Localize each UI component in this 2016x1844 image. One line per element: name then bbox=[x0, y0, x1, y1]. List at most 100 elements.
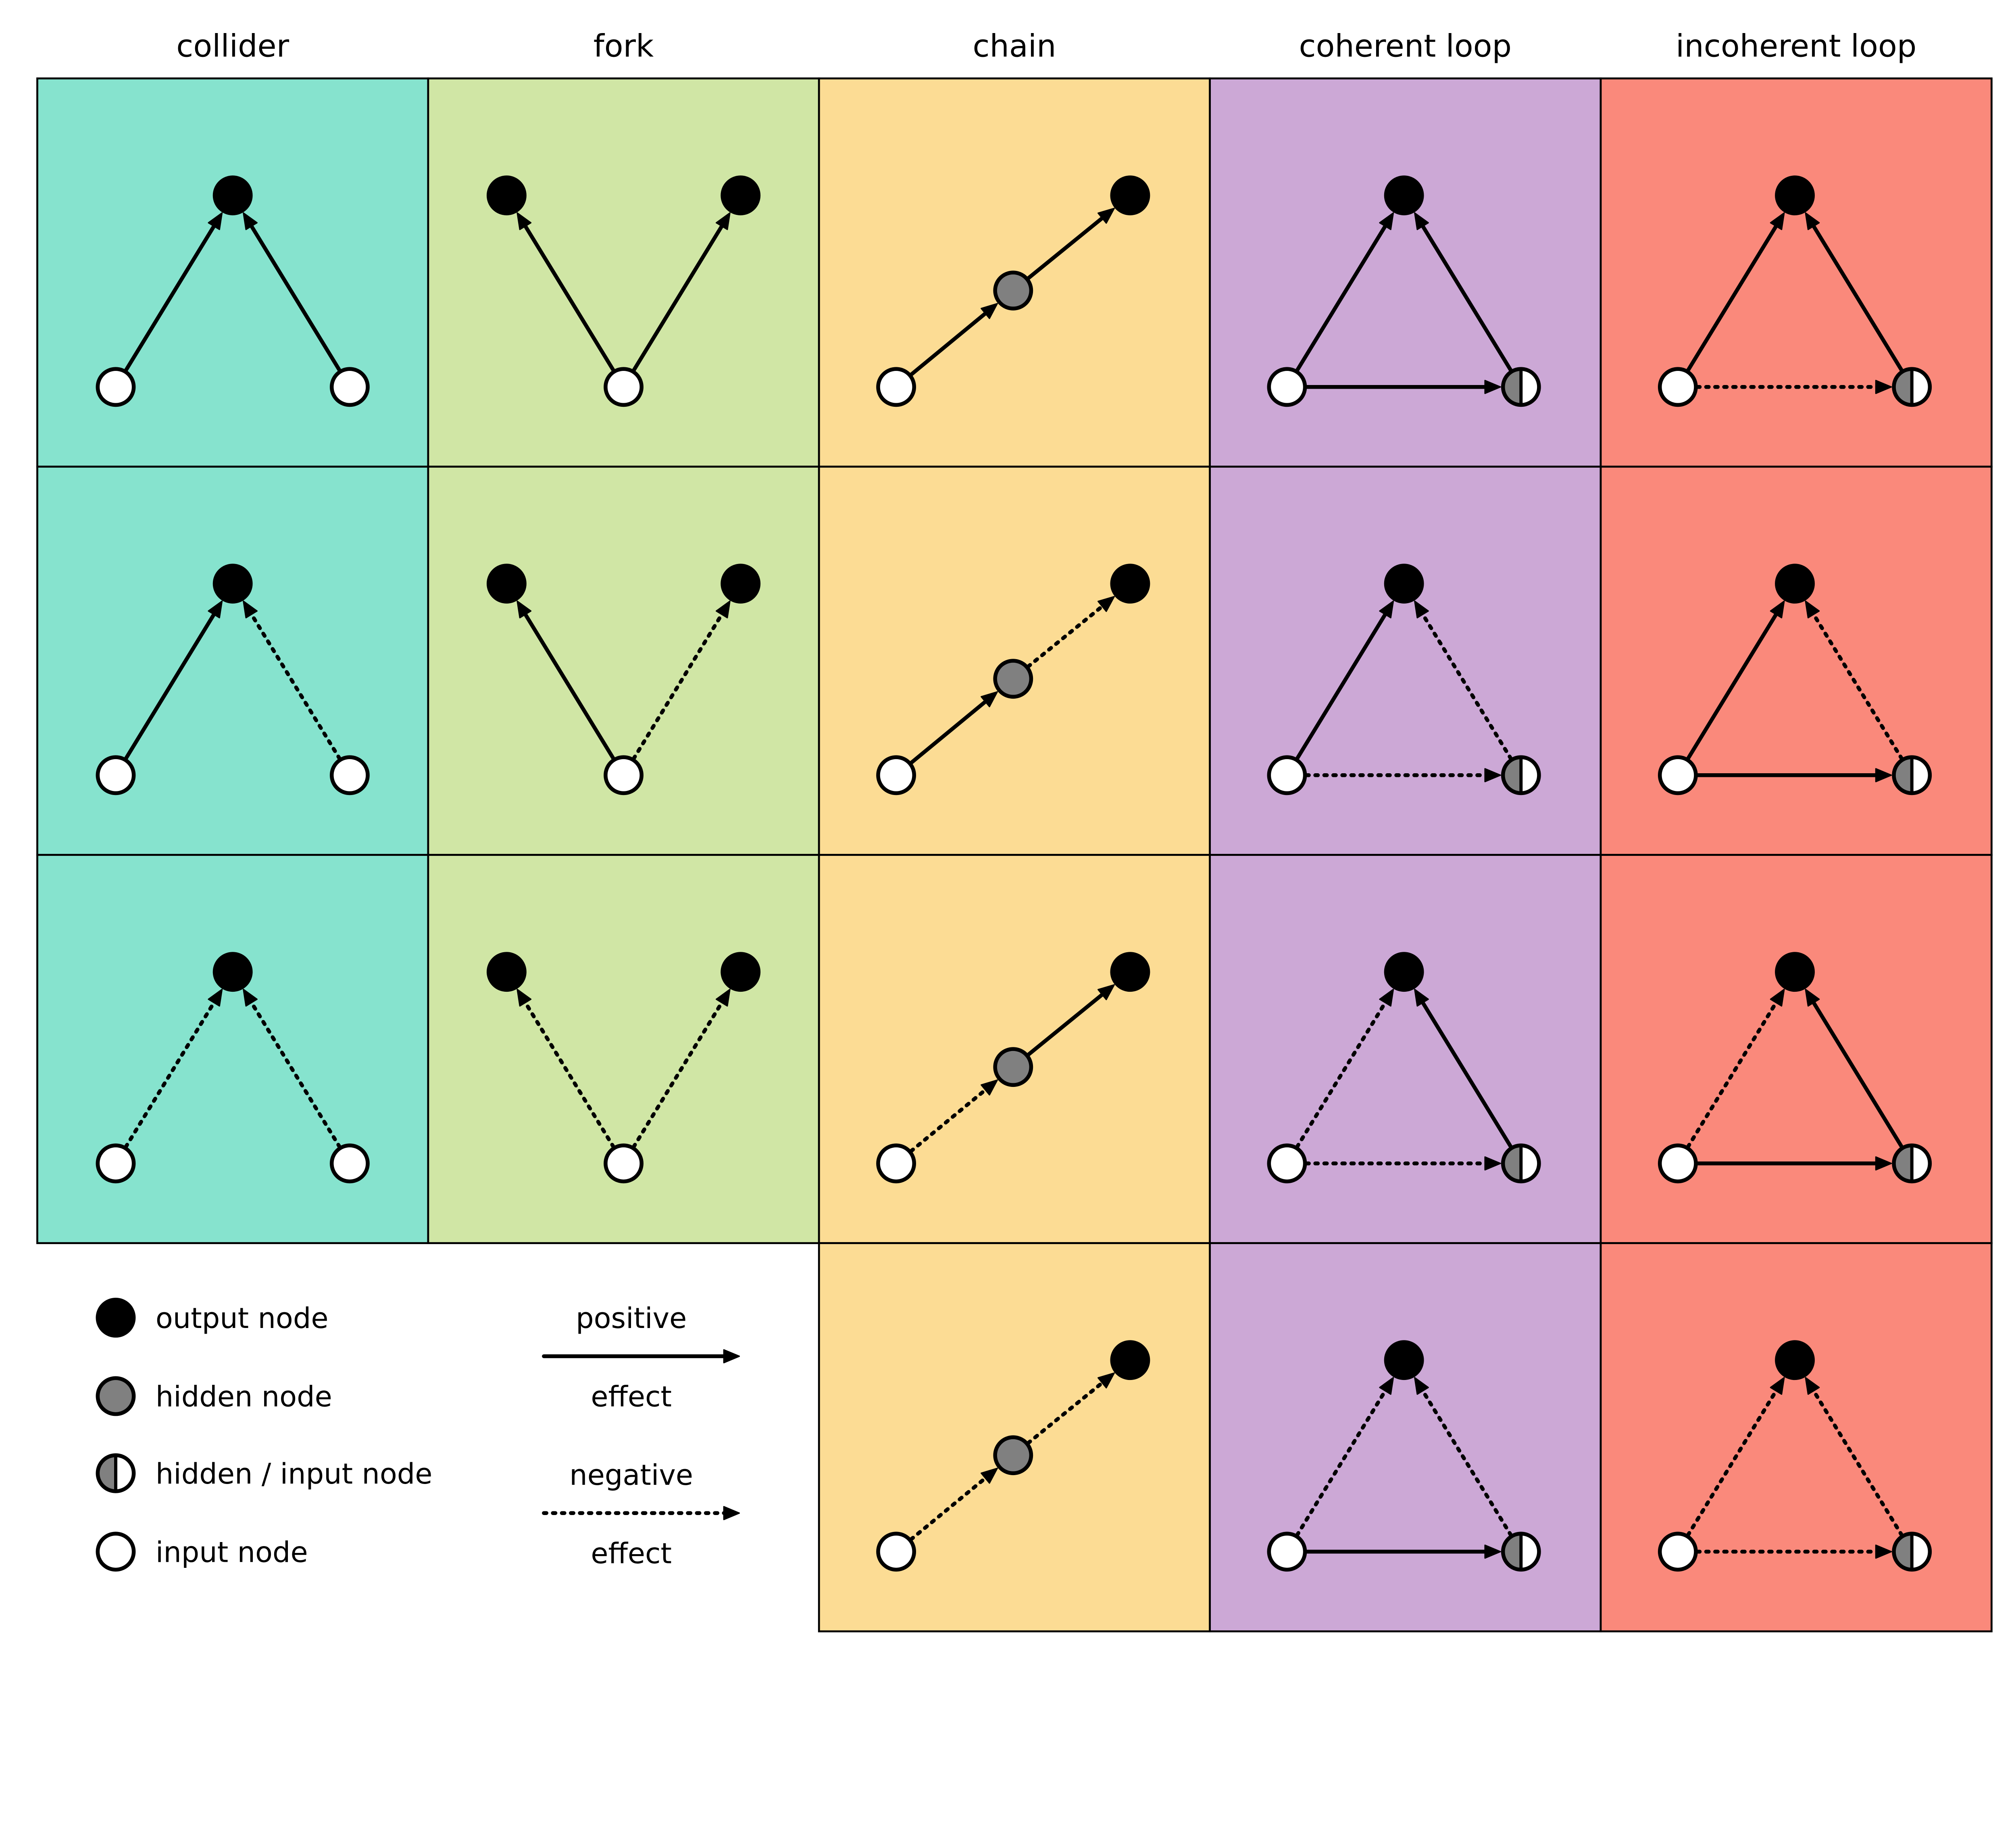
edge-input-hidden bbox=[1304, 768, 1501, 783]
arrowhead-icon bbox=[1379, 212, 1394, 230]
edge-line bbox=[248, 998, 342, 1149]
hidden-input-node bbox=[1501, 1143, 1541, 1184]
edge-input-output bbox=[1686, 989, 1785, 1149]
edge-line bbox=[1686, 1386, 1780, 1537]
edge-input-output bbox=[1686, 1377, 1785, 1537]
node-circle bbox=[1658, 367, 1698, 407]
edge-right bbox=[631, 600, 731, 761]
node-circle bbox=[486, 175, 527, 216]
arrowhead-icon bbox=[243, 989, 258, 1007]
edge-line bbox=[1026, 1379, 1106, 1445]
arrowhead-icon bbox=[981, 691, 998, 708]
edge-line bbox=[1295, 1386, 1389, 1537]
motif-grid bbox=[36, 77, 1993, 1632]
input-node bbox=[96, 367, 136, 407]
node-circle bbox=[96, 1298, 136, 1338]
node-circle bbox=[1775, 1340, 1815, 1380]
edge-right bbox=[243, 600, 342, 761]
arrowhead-icon bbox=[1098, 208, 1115, 224]
loop-cell-3 bbox=[1209, 854, 1602, 1244]
output-node bbox=[486, 564, 527, 604]
edge-input-hidden bbox=[1695, 380, 1892, 394]
input-node bbox=[604, 755, 644, 795]
output-node bbox=[1110, 1340, 1150, 1380]
cell-background bbox=[427, 466, 820, 856]
output-node bbox=[212, 952, 253, 992]
chain-cell-4 bbox=[818, 1242, 1211, 1632]
node-circle bbox=[1110, 175, 1150, 216]
edge-line bbox=[124, 610, 217, 761]
node-circle bbox=[329, 755, 370, 795]
edge-line bbox=[522, 998, 616, 1149]
edge-input-hidden bbox=[1304, 1544, 1501, 1559]
hidden-node-icon bbox=[96, 1376, 136, 1416]
output-node bbox=[721, 952, 761, 992]
output-node bbox=[1384, 564, 1424, 604]
hidden-input-node bbox=[1501, 367, 1541, 407]
hidden-input-node bbox=[1892, 1532, 1932, 1572]
node-circle bbox=[604, 367, 644, 407]
loop-cell-4 bbox=[1599, 1242, 1993, 1632]
arrowhead-icon bbox=[1770, 600, 1785, 618]
edge-line bbox=[909, 310, 989, 377]
edge-hidden-output bbox=[1414, 989, 1513, 1149]
edge-hidden-output bbox=[1805, 989, 1904, 1149]
edge-input-hidden bbox=[1695, 768, 1892, 783]
arrowhead-icon bbox=[208, 600, 223, 618]
edge-line bbox=[631, 610, 725, 761]
edge-left bbox=[516, 212, 616, 373]
node-circle bbox=[876, 367, 916, 407]
edge-left bbox=[516, 600, 616, 761]
node-outline bbox=[1501, 1532, 1541, 1572]
arrowhead-icon bbox=[1770, 989, 1785, 1007]
edge-line bbox=[1419, 1386, 1513, 1537]
arrowhead-icon bbox=[981, 1467, 998, 1484]
loop-cell-4 bbox=[1209, 1242, 1602, 1632]
edge-line bbox=[1026, 991, 1106, 1057]
node-outline bbox=[1892, 1143, 1932, 1184]
node-circle bbox=[96, 755, 136, 795]
edge-hidden-output bbox=[1026, 208, 1115, 281]
cell-background bbox=[1599, 77, 1993, 468]
input-node bbox=[1658, 755, 1698, 795]
node-circle bbox=[721, 175, 761, 216]
arrowhead-icon bbox=[243, 600, 258, 618]
collider-cell-1 bbox=[36, 77, 429, 468]
node-circle bbox=[1267, 1532, 1307, 1572]
edge-line bbox=[1810, 1386, 1904, 1537]
node-circle bbox=[876, 1532, 916, 1572]
cell-background bbox=[427, 77, 820, 468]
edge-input-output bbox=[1686, 212, 1785, 373]
node-circle bbox=[604, 1143, 644, 1184]
output-node bbox=[1110, 952, 1150, 992]
edge-line bbox=[248, 610, 342, 761]
arrowhead-icon bbox=[1379, 600, 1394, 618]
arrowhead-icon bbox=[715, 600, 731, 618]
node-circle bbox=[721, 952, 761, 992]
legend-item-output: output node bbox=[96, 1298, 329, 1338]
arrowhead-icon bbox=[208, 212, 223, 230]
arrowhead-icon bbox=[1770, 212, 1785, 230]
output-node bbox=[212, 564, 253, 604]
input-node bbox=[876, 1532, 916, 1572]
legend-item-input: input node bbox=[96, 1532, 308, 1572]
edge-line bbox=[1295, 610, 1389, 761]
input-node bbox=[1267, 367, 1307, 407]
arrowhead-icon bbox=[1805, 212, 1820, 230]
output-node bbox=[1110, 175, 1150, 216]
chain-cell-1 bbox=[818, 77, 1211, 468]
edge-line bbox=[1026, 603, 1106, 669]
arrowhead-icon bbox=[208, 989, 223, 1007]
input-node bbox=[96, 755, 136, 795]
loop-cell-2 bbox=[1209, 466, 1602, 856]
input-node bbox=[604, 367, 644, 407]
edge-input-hidden bbox=[1695, 1544, 1892, 1559]
edge-input-output bbox=[1295, 600, 1394, 761]
cell-background bbox=[36, 466, 429, 856]
edge-input-output bbox=[1295, 212, 1394, 373]
arrowhead-icon bbox=[516, 600, 532, 618]
output-node bbox=[721, 175, 761, 216]
